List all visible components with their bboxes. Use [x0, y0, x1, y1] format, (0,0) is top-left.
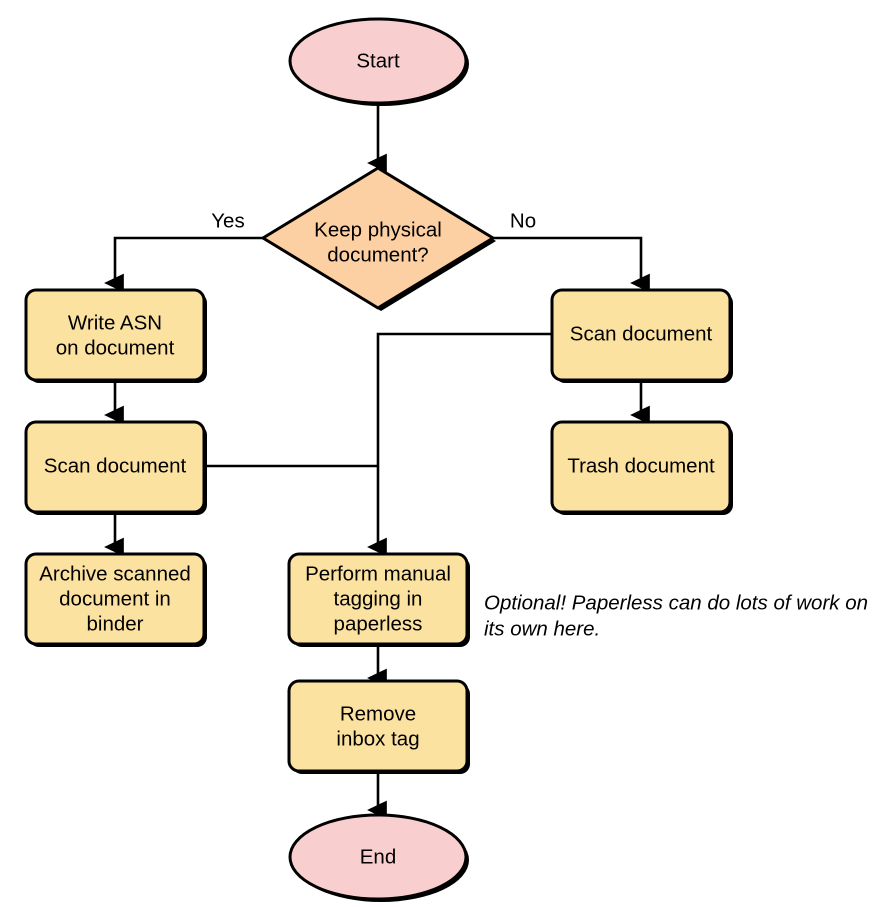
- node-write-asn-label-line2: on document: [56, 336, 175, 359]
- node-tagging-label-line2: tagging in: [334, 587, 423, 610]
- node-write-asn-on-document[interactable]: Write ASN on document: [24, 288, 207, 383]
- node-scan-document-left-label: Scan document: [44, 454, 187, 477]
- node-write-asn-label-line1: Write ASN: [68, 311, 162, 334]
- edge-decision-no-to-scan-right: [493, 236, 650, 293]
- edge-label-no: No: [510, 209, 536, 232]
- node-remove-inbox-label-line1: Remove: [340, 702, 416, 725]
- node-trash-document[interactable]: Trash document: [550, 420, 733, 515]
- node-end-label: End: [360, 845, 396, 868]
- note-optional-paperless: Optional! Paperless can do lots of work …: [484, 591, 868, 640]
- node-scan-document-right-label: Scan document: [570, 322, 713, 345]
- node-tagging-label-line3: paperless: [334, 612, 423, 635]
- node-archive-scanned-document[interactable]: Archive scanned document in binder: [24, 552, 207, 647]
- node-keep-physical-document-decision[interactable]: Keep physical document?: [261, 166, 496, 311]
- node-remove-inbox-tag[interactable]: Remove inbox tag: [287, 679, 470, 774]
- node-tagging-label-line1: Perform manual: [305, 562, 451, 585]
- node-end[interactable]: End: [288, 813, 469, 902]
- node-trash-document-label: Trash document: [567, 454, 715, 477]
- node-archive-label-line3: binder: [87, 612, 144, 635]
- node-start[interactable]: Start: [288, 17, 469, 106]
- node-perform-manual-tagging[interactable]: Perform manual tagging in paperless: [287, 552, 470, 647]
- node-archive-label-line2: document in: [59, 587, 171, 610]
- node-decision-label-line2: document?: [327, 243, 428, 266]
- node-scan-document-right[interactable]: Scan document: [550, 288, 733, 383]
- edge-scan-right-to-tagging: [367, 332, 552, 557]
- edge-decision-yes-to-write-asn: [104, 236, 263, 293]
- edge-label-yes: Yes: [211, 209, 244, 232]
- node-decision-label-line1: Keep physical: [314, 218, 442, 241]
- node-start-label: Start: [356, 49, 400, 72]
- node-archive-label-line1: Archive scanned: [39, 562, 191, 585]
- note-optional-line1: Optional! Paperless can do lots of work …: [484, 591, 868, 614]
- note-optional-line2: its own here.: [484, 617, 600, 640]
- node-scan-document-left[interactable]: Scan document: [24, 420, 207, 515]
- node-remove-inbox-label-line2: inbox tag: [336, 727, 419, 750]
